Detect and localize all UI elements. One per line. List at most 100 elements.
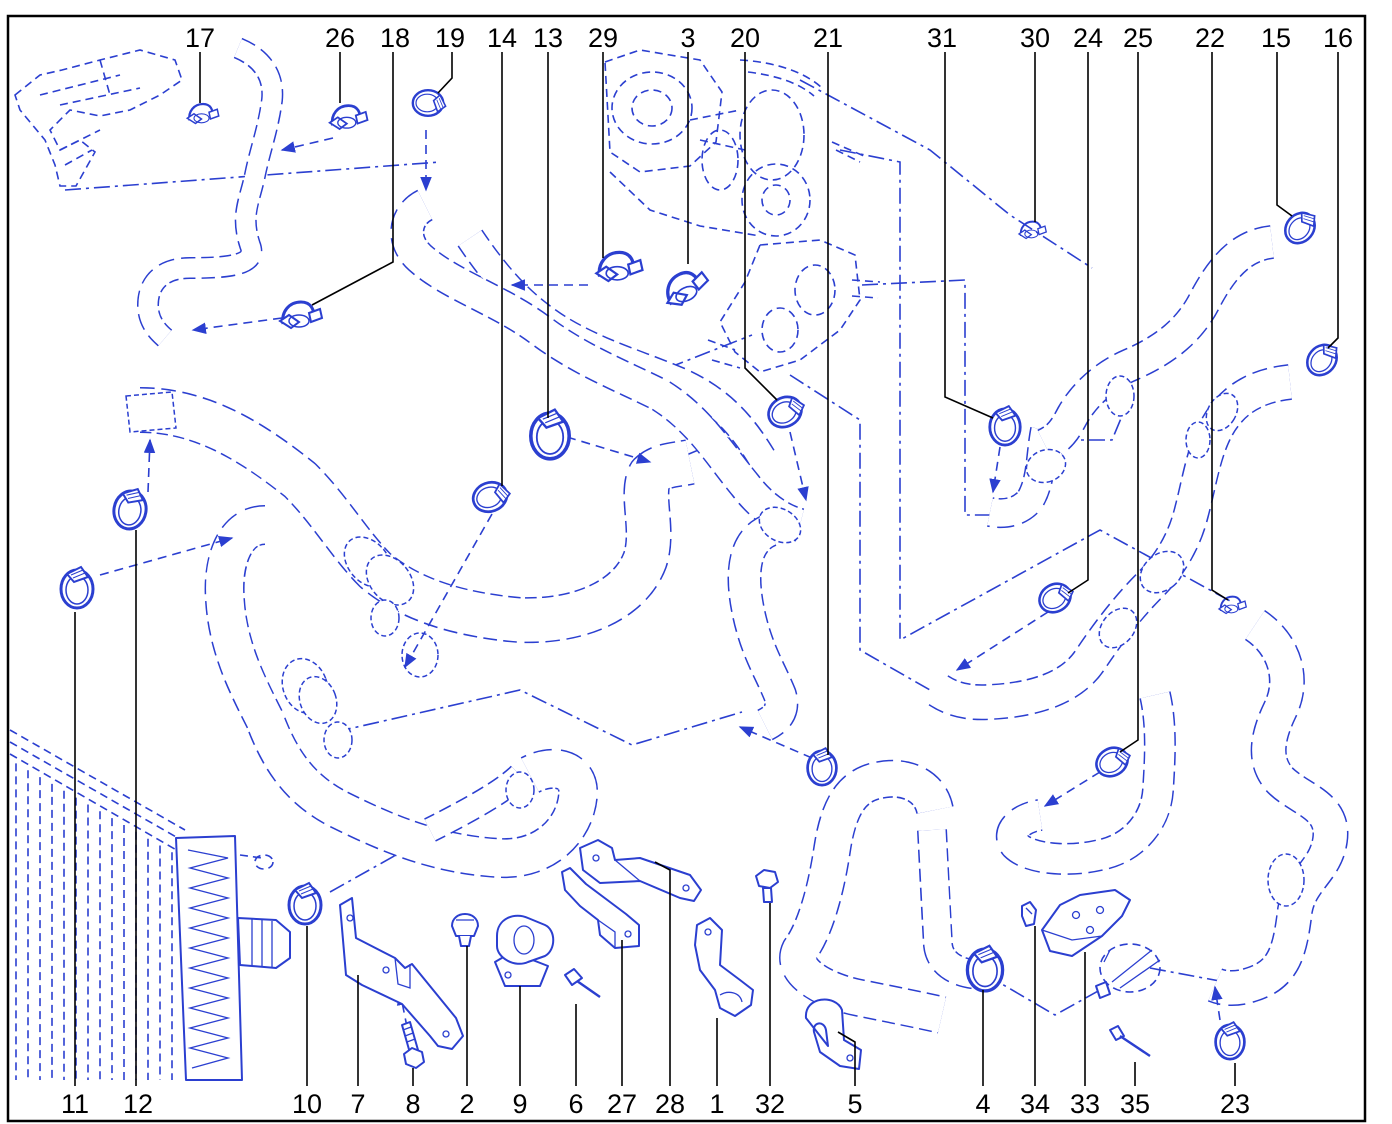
connector-16-mid: [1185, 421, 1211, 459]
callout-20: 20: [730, 23, 760, 53]
connector-24: [1098, 607, 1138, 649]
callout-23: 23: [1220, 1089, 1250, 1119]
engine-pulley-hub: [631, 89, 673, 127]
clamp-16: [1299, 335, 1346, 383]
bracket-1-hole: [704, 928, 712, 936]
radiator-tank-ribs: [187, 849, 231, 1069]
engine-pulley-lower: [741, 163, 811, 237]
hose-u-bottom-inner: [780, 761, 953, 1033]
arrow-20: [789, 431, 809, 502]
callout-10: 10: [292, 1089, 322, 1119]
hose-upper-small-inner: [138, 39, 282, 346]
clamp-4: [965, 944, 1005, 993]
callout-2: 2: [459, 1089, 474, 1119]
engine-housing-left: [604, 49, 723, 173]
radiator-inlet-pipe: [237, 917, 291, 969]
connector-15-lower: [1105, 375, 1135, 417]
bracket-28-plate: [579, 839, 702, 902]
connector-bleed: [505, 771, 535, 809]
callout-33: 33: [1070, 1089, 1100, 1119]
arrow-18: [191, 317, 283, 334]
clamp-23: [1214, 1020, 1246, 1061]
hook-clip-5-body: [804, 998, 862, 1070]
arrow-25: [1043, 771, 1101, 807]
leader-15: [1276, 52, 1293, 217]
bracket-33-hole-1: [1071, 910, 1081, 920]
bracket-33-hole-3: [1085, 925, 1095, 935]
callout-24: 24: [1073, 23, 1103, 53]
hose-16-inner: [925, 365, 1293, 719]
clip-2-cap: [451, 913, 479, 937]
pin-35-shank: [1119, 1035, 1151, 1057]
radiator: [9, 729, 291, 1081]
clamp-31: [988, 404, 1022, 447]
bracket-27-fold: [597, 919, 616, 948]
bracket-1: [694, 917, 754, 1017]
connector-radiator-upper-end: [125, 391, 177, 433]
clip-34-slot: [1025, 907, 1033, 915]
callout-11: 11: [61, 1089, 89, 1119]
leader-31: [944, 52, 994, 419]
bracket-33-plate: [1041, 889, 1131, 957]
radiator-top-edge-1: [9, 729, 186, 831]
clip-34-body: [1021, 901, 1037, 927]
hose-middle-inner: [729, 515, 797, 739]
arrow-26: [280, 137, 334, 153]
thermostat-inlet: [761, 307, 799, 353]
clip-34: [1021, 901, 1037, 927]
bracket-7-hole-2: [382, 966, 390, 974]
leader-20: [744, 52, 778, 401]
connector-junction-4: [401, 632, 439, 678]
ref-line-thermostat-left: [667, 334, 753, 369]
hardware: [339, 839, 1161, 1070]
diagram-frame: [6, 14, 1367, 1123]
bracket-7-hole-3: [442, 1030, 450, 1038]
connector-upper-2: [365, 554, 415, 606]
bolt-32-head: [755, 869, 779, 889]
bracket-28: [579, 839, 702, 902]
pin-35: [1109, 1025, 1151, 1057]
hose-radiator-upper-inner: [139, 388, 695, 642]
engine-pipe-stub: [831, 141, 865, 163]
clamp-13: [528, 407, 572, 461]
clamp-12: [109, 484, 152, 533]
connector-16-lower: [1139, 550, 1185, 594]
pump-unit: [1095, 943, 1161, 999]
bracket-1-curl: [719, 991, 743, 1003]
radiator-core-fins: [15, 763, 173, 1080]
clamp-20: [761, 388, 811, 435]
callout-19: 19: [435, 23, 465, 53]
callout-22: 22: [1195, 23, 1225, 53]
arrow-11: [99, 535, 234, 576]
hose-heater-supply-inner: [391, 191, 805, 541]
leader-16: [1327, 52, 1339, 349]
engine-detail: [689, 109, 746, 151]
callout-27: 27: [607, 1089, 637, 1119]
callout-16: 16: [1323, 23, 1353, 53]
engine-component-outline: [14, 49, 183, 187]
bracket-33-hole-2: [1095, 905, 1105, 915]
engine-block: [604, 49, 865, 237]
bracket-7-hole-1: [346, 914, 354, 922]
radiator-inlet-threads: [251, 919, 273, 967]
leader-22: [1211, 52, 1229, 601]
engine-component-spigot: [59, 129, 101, 166]
connector-22-23: [1267, 853, 1305, 907]
ref-line-right-box: [861, 279, 990, 516]
callout-8: 8: [405, 1089, 420, 1119]
clip-17: [186, 102, 220, 125]
callout-14: 14: [487, 23, 517, 53]
connector-junction-3: [323, 721, 353, 759]
callout-7: 7: [350, 1089, 365, 1119]
ref-line-radiator-bracket: [329, 789, 513, 893]
radiator-top-edge-3: [9, 753, 181, 853]
thermostat-pipe: [851, 279, 881, 299]
leader-25: [1119, 52, 1139, 753]
hook-clip-5-hole: [846, 1054, 854, 1062]
bracket-7: [339, 897, 464, 1050]
clip-3: [656, 262, 715, 312]
clip-18: [278, 300, 324, 330]
bolt-8: [401, 1021, 425, 1069]
engine-pipe-top-2: [747, 71, 815, 97]
